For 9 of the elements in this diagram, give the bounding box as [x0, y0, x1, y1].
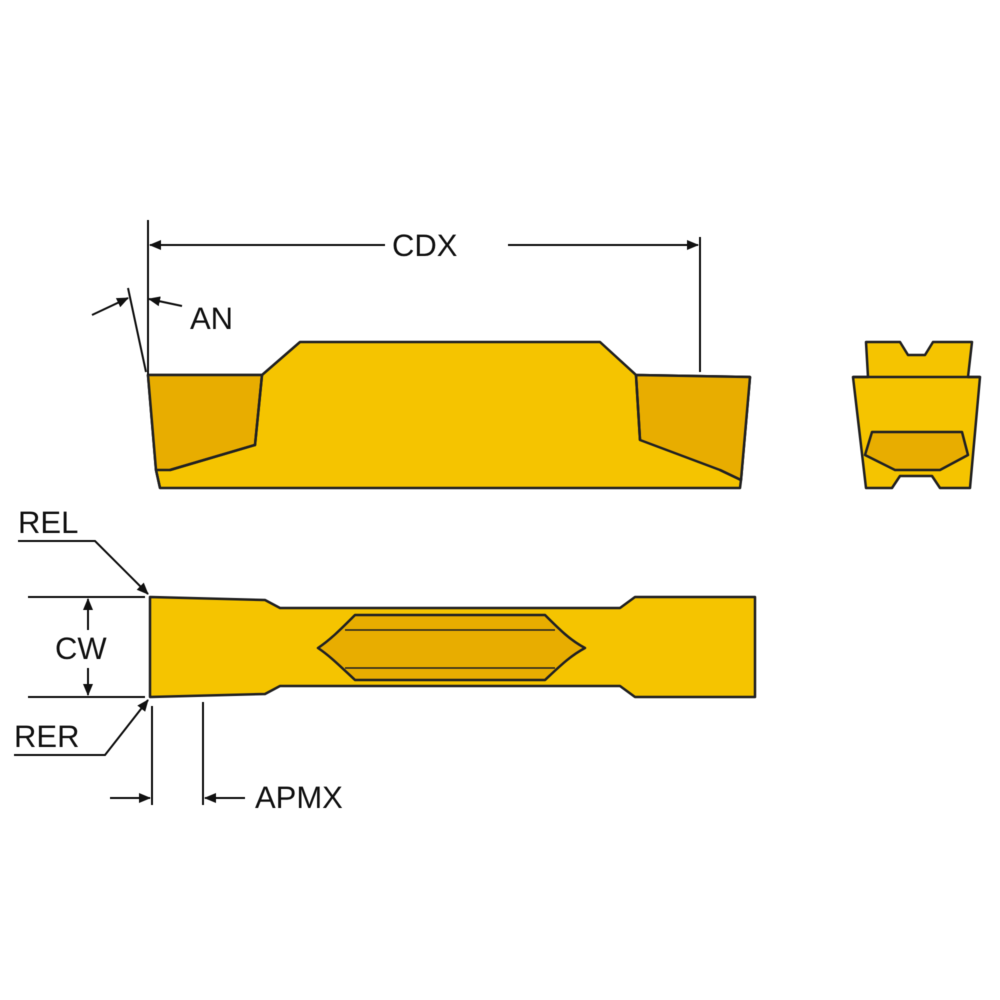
dimension-label: REL	[18, 506, 78, 540]
dimension-label: CW	[55, 632, 107, 666]
dimension-label: APMX	[255, 781, 343, 815]
dimension-label: RER	[14, 720, 80, 754]
leader-line	[18, 540, 149, 595]
dimension-label: AN	[190, 302, 234, 336]
leader-line	[14, 699, 149, 756]
dimension-label: CDX	[392, 229, 458, 263]
insert-top-view-drawing	[148, 596, 756, 698]
